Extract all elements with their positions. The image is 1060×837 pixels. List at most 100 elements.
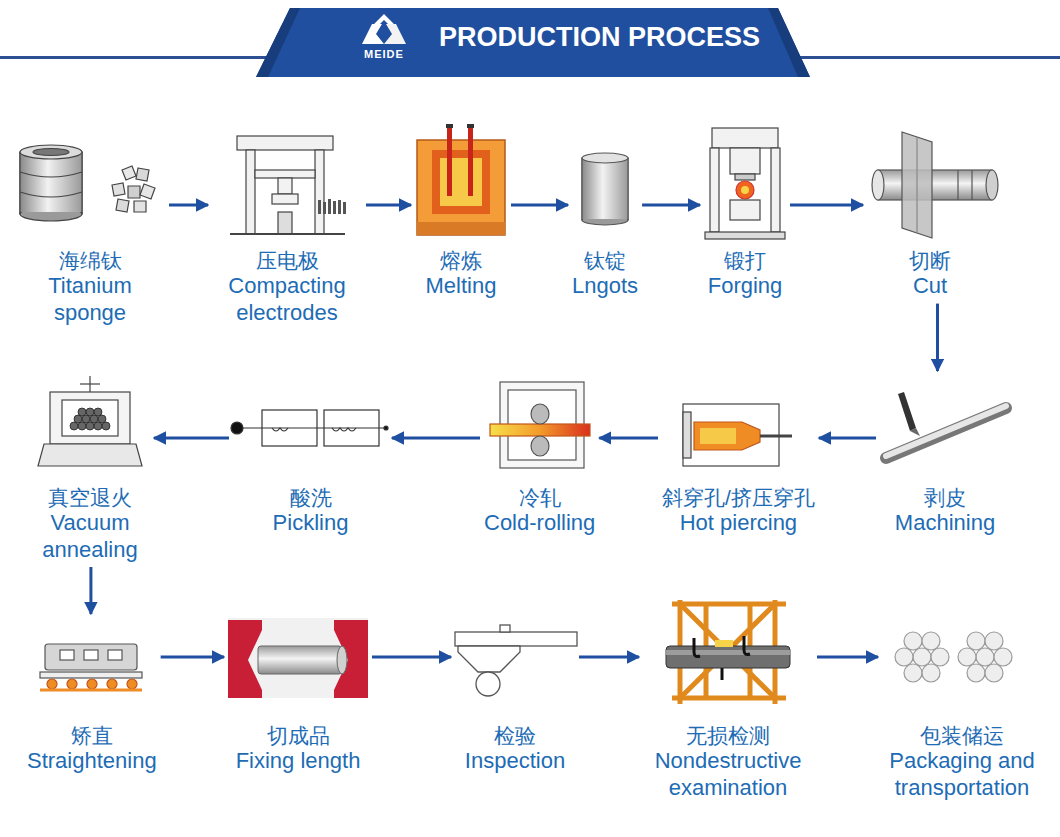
furnace-icon-part <box>440 158 482 206</box>
titanium-sponge-icon-part <box>20 172 82 177</box>
process-step: 斜穿孔/挤压穿孔Hot piercing <box>662 375 815 537</box>
cut-bar-icon-part <box>916 137 917 233</box>
step-label-english: Vacuum annealing <box>30 510 150 563</box>
straightener-icon-part <box>67 679 77 689</box>
flow-arrow <box>936 304 939 371</box>
titanium-sponge-icon-part <box>20 152 82 214</box>
straightener-icon-part <box>47 679 137 689</box>
step-label-chinese: 海绵钛 <box>15 248 165 273</box>
cold-rolling-mill-icon-part <box>531 404 549 424</box>
ingot-icon <box>582 153 628 225</box>
ingot-icon-part <box>627 158 628 220</box>
press-icon-part <box>343 202 346 214</box>
pickling-tank-icon-part <box>231 422 243 434</box>
forging-press-icon <box>705 128 785 239</box>
pickling-tank-icon <box>231 410 388 446</box>
caliper-gauge-icon-part <box>458 646 520 672</box>
press-icon-part <box>318 200 321 214</box>
press-icon-part <box>278 212 292 234</box>
ingot-icon-part <box>582 158 628 219</box>
step-label-chinese: 包装储运 <box>882 723 1042 748</box>
cold-rolling-mill-icon-part <box>531 436 549 456</box>
furnace-icon-part <box>417 222 505 235</box>
pipe-bundle-icon-part <box>994 648 1012 666</box>
pipe-bundle-icon-part <box>904 632 922 650</box>
step-label-chinese: 无损检测 <box>643 723 813 748</box>
titanium-sponge-icon-part <box>134 201 146 212</box>
ndt-rig-icon-part <box>744 636 750 655</box>
company-logo-part <box>374 14 394 24</box>
step-label-english: Packaging and transportation <box>882 748 1042 801</box>
furnace-icon-part <box>468 126 473 196</box>
caliper-gauge-icon-part <box>455 632 577 646</box>
piercing-mill-icon-part <box>683 412 691 458</box>
piercing-mill-icon-part <box>700 428 736 444</box>
process-step: 酸洗Pickling <box>233 375 388 537</box>
step-label-chinese: 冷轧 <box>484 485 595 510</box>
cutting-machine-icon-part <box>228 620 262 698</box>
titanium-sponge-icon-part <box>20 145 82 159</box>
caliper-gauge-icon <box>455 625 577 696</box>
header-banner-part <box>256 8 810 77</box>
cutting-machine-icon-part <box>228 618 368 698</box>
vacuum-furnace-icon-part <box>70 408 110 430</box>
ingot-icon-part <box>581 158 582 220</box>
header-banner-part <box>768 8 810 77</box>
cutting-machine-icon-part <box>337 646 347 674</box>
flow-arrow <box>161 656 224 659</box>
step-label-chinese: 真空退火 <box>30 485 150 510</box>
step-label-english: Pickling <box>233 510 388 536</box>
step-label-chinese: 矫直 <box>27 723 157 748</box>
process-step: 海绵钛Titanium sponge <box>15 140 165 326</box>
press-icon-part <box>338 200 341 214</box>
forging-press-icon-part <box>736 181 754 199</box>
forging-press-icon-part <box>735 174 755 180</box>
pipe-bundle-icon-part <box>967 632 985 650</box>
titanium-sponge-icon-part <box>136 168 149 181</box>
cutting-machine-icon <box>228 618 368 698</box>
machining-icon <box>886 392 1006 458</box>
straightener-icon-part <box>84 650 98 660</box>
step-label-english: Hot piercing <box>662 510 815 536</box>
furnace-icon-part <box>447 126 452 196</box>
step-label-chinese: 酸洗 <box>233 485 388 510</box>
pipe-bundle-icon-part <box>922 664 940 682</box>
vacuum-furnace-icon-part <box>50 392 130 444</box>
flow-arrow <box>599 437 658 440</box>
company-logo <box>362 14 406 44</box>
process-step: 切断Cut <box>867 140 993 300</box>
pipe-bundle-icon-part <box>931 648 949 666</box>
flow-arrow <box>372 656 451 659</box>
ndt-rig-icon-part <box>666 650 790 655</box>
step-label-english: Fixing length <box>228 748 368 774</box>
forging-press-icon-part <box>741 186 749 194</box>
page-title: PRODUCTION PROCESS <box>439 21 760 53</box>
pipe-bundle-icon-part <box>985 632 1003 650</box>
vacuum-furnace-icon-part <box>86 408 94 416</box>
process-step: 剥皮Machining <box>880 375 1010 537</box>
step-label-english: Melting <box>415 273 507 299</box>
flow-arrow <box>392 437 480 440</box>
titanium-sponge-icon-part <box>33 149 69 156</box>
straightener-icon-part <box>107 679 117 689</box>
step-label-chinese: 切断 <box>867 248 993 273</box>
step-label-english: Cold-rolling <box>484 510 595 536</box>
vacuum-furnace-icon-part <box>94 408 102 416</box>
machining-icon-part <box>910 428 920 436</box>
process-step: 检验Inspection <box>455 618 575 775</box>
piercing-mill-icon <box>683 404 792 466</box>
straightener-icon-part <box>87 679 97 689</box>
straightener-icon-part <box>45 644 137 670</box>
titanium-sponge-icon-part <box>122 166 136 180</box>
press-icon <box>230 136 346 234</box>
process-step: 真空退火Vacuum annealing <box>30 375 150 563</box>
cold-rolling-mill-icon-part <box>490 424 590 436</box>
titanium-sponge-icon-part <box>20 152 82 212</box>
process-step: 无损检测Nondestructive examination <box>643 618 813 801</box>
forging-press-icon-part <box>771 148 780 232</box>
straightener-icon-part <box>108 650 122 660</box>
titanium-sponge-icon-part <box>140 184 155 199</box>
step-label-chinese: 熔炼 <box>415 248 507 273</box>
pickling-tank-icon-part <box>384 426 388 430</box>
